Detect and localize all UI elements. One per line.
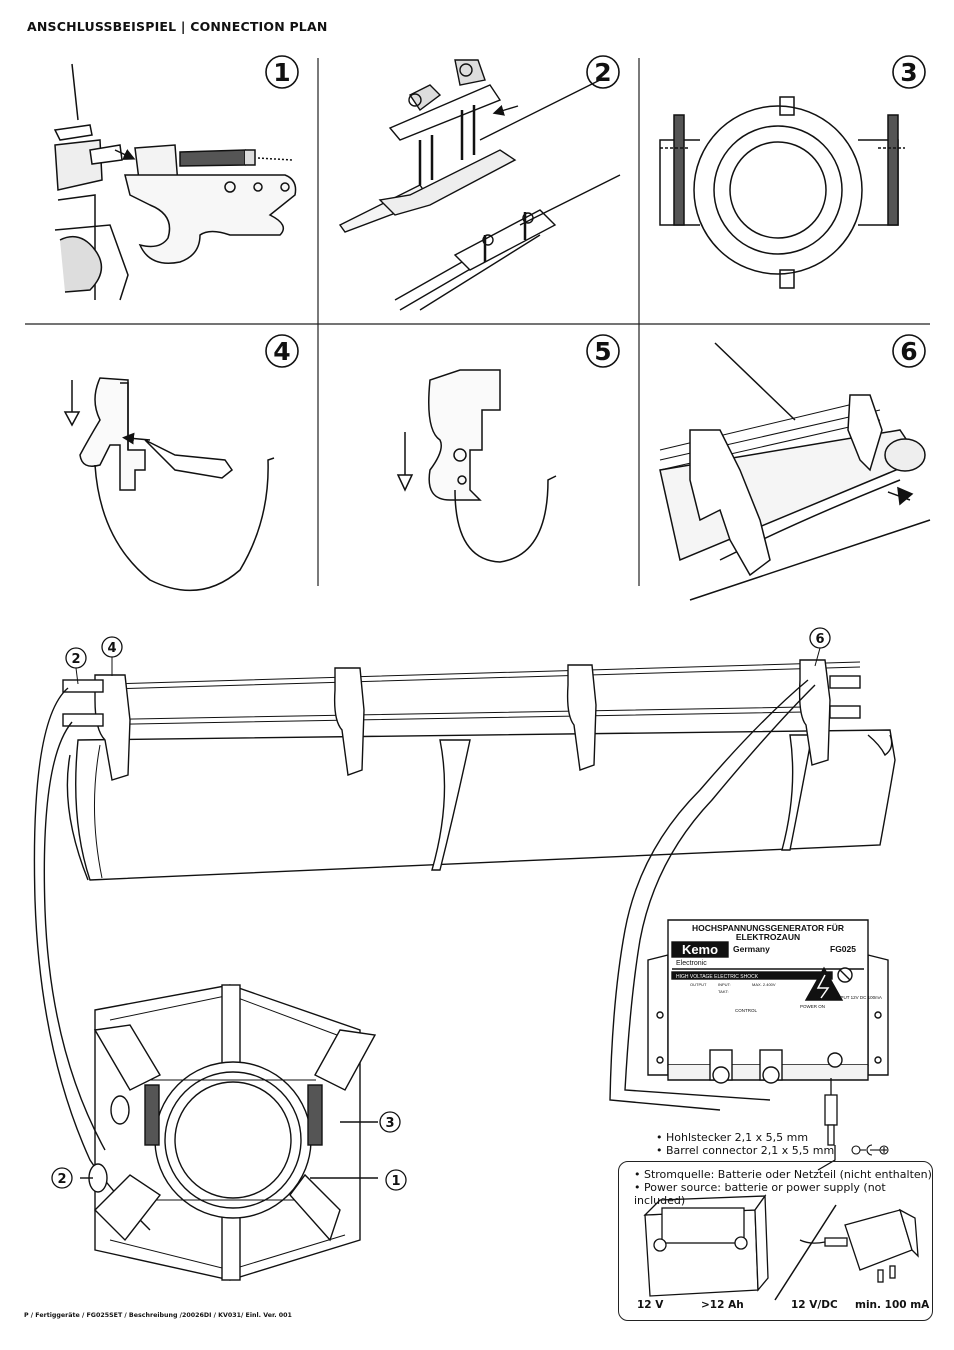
power-source-line-en: • Power source: batterie or power supply… — [634, 1181, 886, 1207]
step-6-illustration — [659, 342, 931, 601]
callout-2-top: 2 — [71, 652, 80, 667]
panel-grid — [25, 58, 930, 586]
generator-takt: TAKT: — [718, 989, 729, 994]
power-source-box: • Stromquelle: Batterie oder Netzteil (n… — [618, 1161, 933, 1321]
page-title: ANSCHLUSSBEISPIEL | CONNECTION PLAN — [27, 19, 328, 34]
generator-title-2: ELEKTROZAUN — [736, 932, 800, 942]
power-adapter — [799, 1208, 919, 1283]
power-source-line-de: • Stromquelle: Batterie oder Netzteil (n… — [634, 1168, 932, 1181]
generator-country: Germany — [733, 944, 770, 954]
connector-line-en: • Barrel connector 2,1 x 5,5 mm — [656, 1144, 835, 1157]
step-1-illustration — [53, 63, 297, 301]
generator-input-label: INPUT: — [718, 982, 731, 987]
step-4-number: 4 — [273, 337, 290, 366]
generator-warning: HIGH VOLTAGE ELECTRIC SHOCK — [676, 974, 759, 980]
main-fence-drawing — [33, 659, 896, 1231]
step-badges — [265, 55, 926, 368]
barrel-plug — [817, 1078, 838, 1171]
step-5-number: 5 — [594, 337, 611, 366]
spec-voltage: 12 V — [637, 1299, 664, 1311]
step-2-illustration — [338, 59, 621, 311]
generator-output: OUTPUT — [690, 982, 707, 987]
generator-title-1: HOCHSPANNUNGSGENERATOR FÜR — [692, 923, 844, 933]
generator-control: CONTROL — [735, 1008, 757, 1013]
callout-numbers: 2 4 6 3 2 1 — [57, 632, 824, 1189]
generator-model: FG025 — [830, 944, 856, 954]
connector-line-de: • Hohlstecker 2,1 x 5,5 mm — [656, 1131, 809, 1144]
generator-input-rating: INPUT 12V DC 100mA — [836, 995, 882, 1000]
generator-power-on: POWER ON — [800, 1004, 825, 1009]
step-numbers: 1 2 3 4 5 6 — [273, 58, 917, 366]
step-3-number: 3 — [900, 58, 917, 87]
step-6-number: 6 — [900, 337, 917, 366]
pole-stand-drawing — [80, 984, 378, 1281]
step-3-illustration — [659, 96, 905, 289]
callout-4: 4 — [107, 641, 116, 656]
spec-current: min. 100 mA — [855, 1299, 930, 1311]
connector-info: • Hohlstecker 2,1 x 5,5 mm • Barrel conn… — [656, 1131, 834, 1157]
footer-text: P / Fertiggeräte / FG025SET / Beschreibu… — [24, 1312, 292, 1319]
generator-labels: HOCHSPANNUNGSGENERATOR FÜR ELEKTROZAUN K… — [676, 923, 882, 1013]
step-5-illustration — [396, 369, 557, 563]
fence-generator — [647, 919, 889, 1084]
generator-brand: Kemo — [682, 942, 718, 957]
battery — [643, 1194, 769, 1297]
spec-dc-voltage: 12 V/DC — [791, 1299, 838, 1311]
callout-lines — [75, 647, 821, 685]
generator-brand-sub: Electronic — [676, 960, 707, 967]
callout-6: 6 — [815, 632, 824, 647]
generator-max: MAX. 2.400V — [752, 982, 776, 987]
divider-line — [774, 1204, 837, 1301]
step-4-illustration — [63, 377, 275, 592]
callout-circles — [51, 627, 831, 1191]
callout-1: 1 — [391, 1174, 400, 1189]
spec-capacity: >12 Ah — [701, 1299, 744, 1311]
callout-3: 3 — [385, 1116, 394, 1131]
polarity-symbol — [851, 1144, 889, 1156]
step-2-number: 2 — [594, 58, 611, 87]
callout-2-bottom: 2 — [57, 1172, 66, 1187]
step-1-number: 1 — [273, 58, 290, 87]
